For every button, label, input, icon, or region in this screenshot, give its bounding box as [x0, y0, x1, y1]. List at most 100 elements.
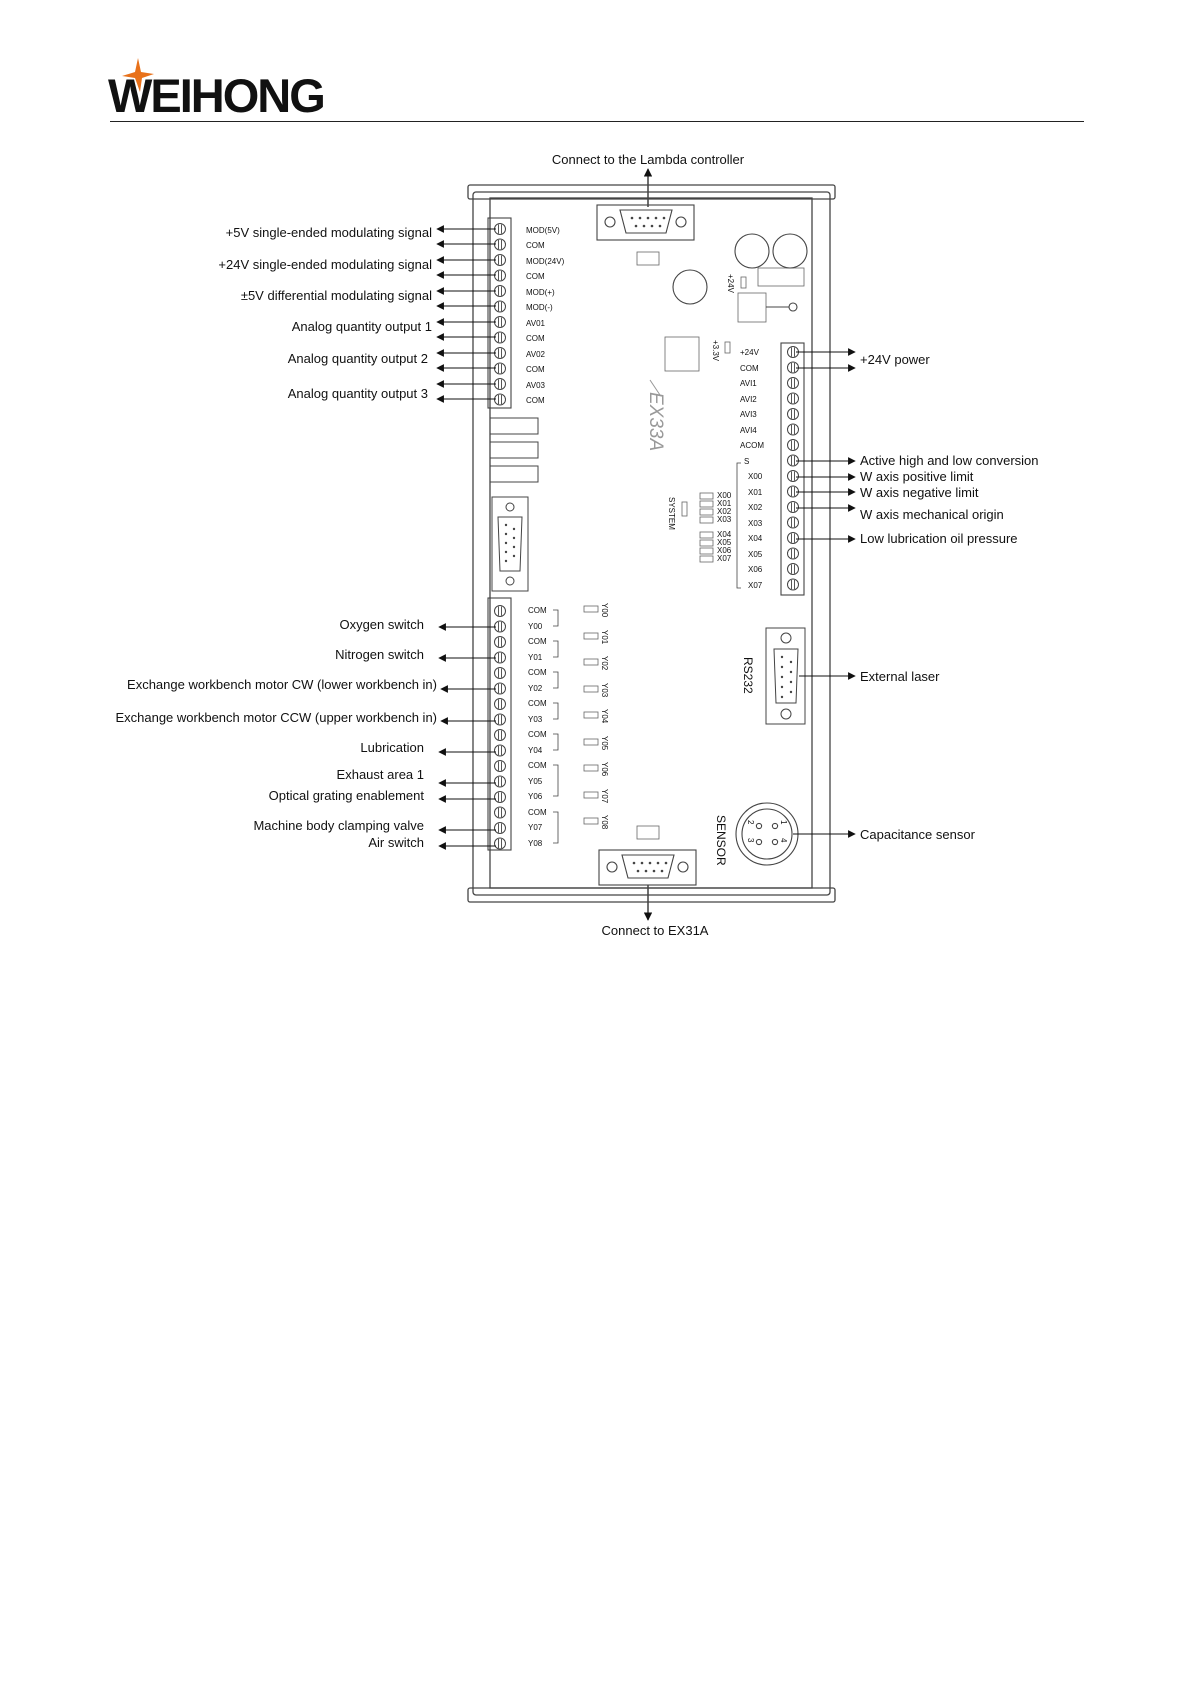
terminal-pin-label: COM — [528, 699, 547, 708]
terminal-screw — [494, 760, 506, 772]
right-terminal-bracket — [736, 462, 741, 589]
terminal-pin-label: X05 — [748, 550, 763, 559]
callout-capacitance-sensor: Capacitance sensor — [860, 827, 976, 842]
callout-clamping-valve: Machine body clamping valve — [253, 818, 424, 833]
left-bottom-pin-brackets — [553, 609, 559, 844]
sensor-label: SENSOR — [714, 815, 728, 866]
terminal-pin-label: AVI3 — [740, 410, 757, 419]
terminal-screw — [787, 563, 799, 575]
callout-active-high-low: Active high and low conversion — [860, 453, 1039, 468]
terminal-screw — [494, 331, 506, 344]
terminal-screw — [787, 516, 799, 529]
terminal-screw — [787, 392, 799, 405]
terminal-screw — [494, 698, 506, 710]
terminal-screw — [494, 682, 506, 695]
callout-w-axis-positive: W axis positive limit — [860, 469, 974, 484]
svg-text:Y00: Y00 — [600, 603, 609, 618]
svg-text:Y03: Y03 — [600, 683, 609, 698]
terminal-pin-label: AV01 — [526, 319, 546, 328]
svg-text:X00: X00 — [717, 491, 732, 500]
power-3v3-label: +3.3V — [711, 340, 720, 362]
svg-text:X04: X04 — [717, 530, 732, 539]
terminal-pin-label: X07 — [748, 581, 763, 590]
left-top-terminal-block — [487, 217, 512, 409]
brand-name: WEIHONG — [108, 69, 324, 120]
terminal-pin-label: S — [744, 457, 749, 466]
terminal-screw — [494, 791, 506, 803]
svg-text:Y08: Y08 — [600, 815, 609, 830]
svg-text:Y01: Y01 — [600, 630, 609, 645]
terminal-screw — [494, 393, 506, 406]
callout-workbench-ccw: Exchange workbench motor CCW (upper work… — [115, 710, 437, 725]
callout-air-switch: Air switch — [368, 835, 424, 850]
logo-star-icon — [122, 58, 154, 92]
callout-exhaust-area-1: Exhaust area 1 — [337, 767, 424, 782]
terminal-screw — [787, 408, 799, 420]
svg-text:X02: X02 — [717, 507, 732, 516]
callout-low-lubrication: Low lubrication oil pressure — [860, 531, 1018, 546]
terminal-screw — [787, 377, 799, 389]
sensor-pin-labels: 1 4 2 3 — [746, 820, 788, 843]
terminal-pin-label: Y03 — [528, 715, 543, 724]
left-bottom-callouts: Oxygen switch Nitrogen switch Exchange w… — [115, 617, 437, 850]
terminal-pin-label: X04 — [748, 534, 763, 543]
terminal-screw — [494, 316, 506, 328]
rs232-label: RS232 — [741, 657, 755, 694]
terminal-pin-label: AV03 — [526, 381, 546, 390]
terminal-screw — [494, 362, 506, 375]
terminal-screw — [494, 713, 506, 726]
terminal-screw — [494, 744, 506, 757]
svg-text:X07: X07 — [717, 554, 732, 563]
callout-analog-output-1: Analog quantity output 1 — [292, 319, 432, 334]
svg-text:X06: X06 — [717, 546, 732, 555]
left-top-callouts: +5V single-ended modulating signal +24V … — [218, 225, 432, 401]
bottom-connector-label: Connect to EX31A — [602, 923, 709, 938]
system-label: SYSTEM — [667, 497, 676, 530]
callout-differential-modulating: ±5V differential modulating signal — [241, 288, 432, 303]
left-top-arrows — [436, 225, 496, 403]
terminal-pin-label: X06 — [748, 565, 763, 574]
terminal-screw — [494, 620, 506, 633]
left-bottom-arrows — [438, 623, 496, 850]
callout-analog-output-3: Analog quantity output 3 — [288, 386, 428, 401]
enclosure — [467, 184, 836, 903]
left-top-terminal-pins: MOD(5V) COM MOD(24V) COM MOD(+) MOD(-) A… — [526, 226, 565, 405]
output-led-labels: Y00 Y01 Y02 Y03 Y04 Y05 Y06 Y07 Y08 — [600, 603, 609, 830]
terminal-screw — [494, 378, 506, 390]
callout-24v-power: +24V power — [860, 352, 930, 367]
terminal-pin-label: COM — [526, 241, 545, 250]
terminal-pin-label: X03 — [748, 519, 763, 528]
terminal-pin-label: COM — [528, 808, 547, 817]
terminal-screw — [787, 439, 799, 451]
svg-text:Y07: Y07 — [600, 789, 609, 804]
terminal-screw — [494, 605, 506, 617]
terminal-screw — [787, 501, 799, 513]
vga-connector — [491, 496, 529, 592]
left-bottom-terminal-pins: COM Y00 COM Y01 COM Y02 COM Y03 COM Y04 … — [528, 606, 547, 848]
right-terminal-screws — [787, 346, 799, 591]
terminal-screw — [494, 223, 506, 235]
right-terminal-pins: +24V COM AVI1 AVI2 AVI3 AVI4 ACOM S X00 … — [740, 348, 764, 590]
board-capacitors — [672, 233, 808, 312]
terminal-pin-label: ACOM — [740, 441, 764, 450]
terminal-pin-label: Y02 — [528, 684, 543, 693]
terminal-pin-label: COM — [528, 606, 547, 615]
terminal-screw — [494, 806, 506, 819]
terminal-screw — [494, 822, 506, 834]
terminal-screw — [787, 578, 799, 591]
terminal-pin-label: COM — [526, 334, 545, 343]
callout-w-axis-negative: W axis negative limit — [860, 485, 979, 500]
terminal-screw — [494, 300, 506, 313]
terminal-pin-label: AVI1 — [740, 379, 757, 388]
terminal-pin-label: COM — [740, 364, 759, 373]
callout-external-laser: External laser — [860, 669, 940, 684]
svg-text:X05: X05 — [717, 538, 732, 547]
terminal-pin-label: COM — [528, 668, 547, 677]
header-divider — [110, 121, 1084, 122]
terminal-pin-label: AVI4 — [740, 426, 757, 435]
terminal-pin-label: X01 — [748, 488, 763, 497]
terminal-pin-label: COM — [528, 637, 547, 646]
left-top-terminal-screws — [494, 223, 506, 406]
board-model-label: EX33A — [645, 392, 666, 451]
terminal-screw — [494, 775, 506, 788]
